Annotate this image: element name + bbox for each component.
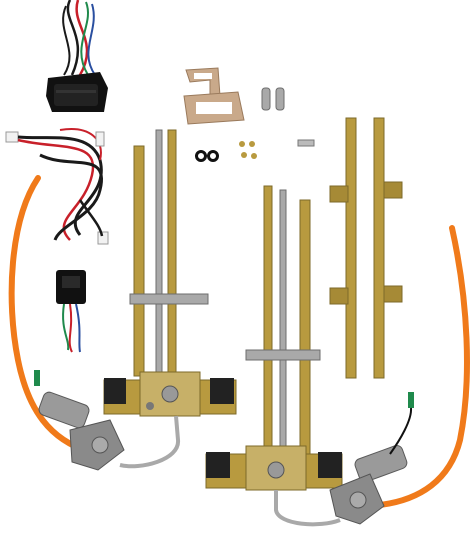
bracket-rails: [329, 117, 403, 379]
window-switch-left: [56, 270, 86, 353]
motor-left: [34, 370, 125, 471]
screws: [239, 141, 257, 159]
window-switch-top: [46, 72, 108, 112]
wiring-harness-left: [5, 128, 109, 245]
window-regulator-right: [205, 185, 343, 527]
conduit-right: [377, 225, 470, 508]
rubber-grommets: [195, 150, 219, 162]
gasket-large: [183, 91, 245, 125]
motor-right: [329, 392, 414, 525]
small-spring: [297, 139, 315, 147]
conduit-left: [8, 175, 93, 455]
window-regulator-left: [103, 129, 237, 469]
wire-bundle-top: [62, 0, 96, 76]
pin-bolts: [261, 87, 285, 111]
gasket-small: [185, 67, 221, 97]
